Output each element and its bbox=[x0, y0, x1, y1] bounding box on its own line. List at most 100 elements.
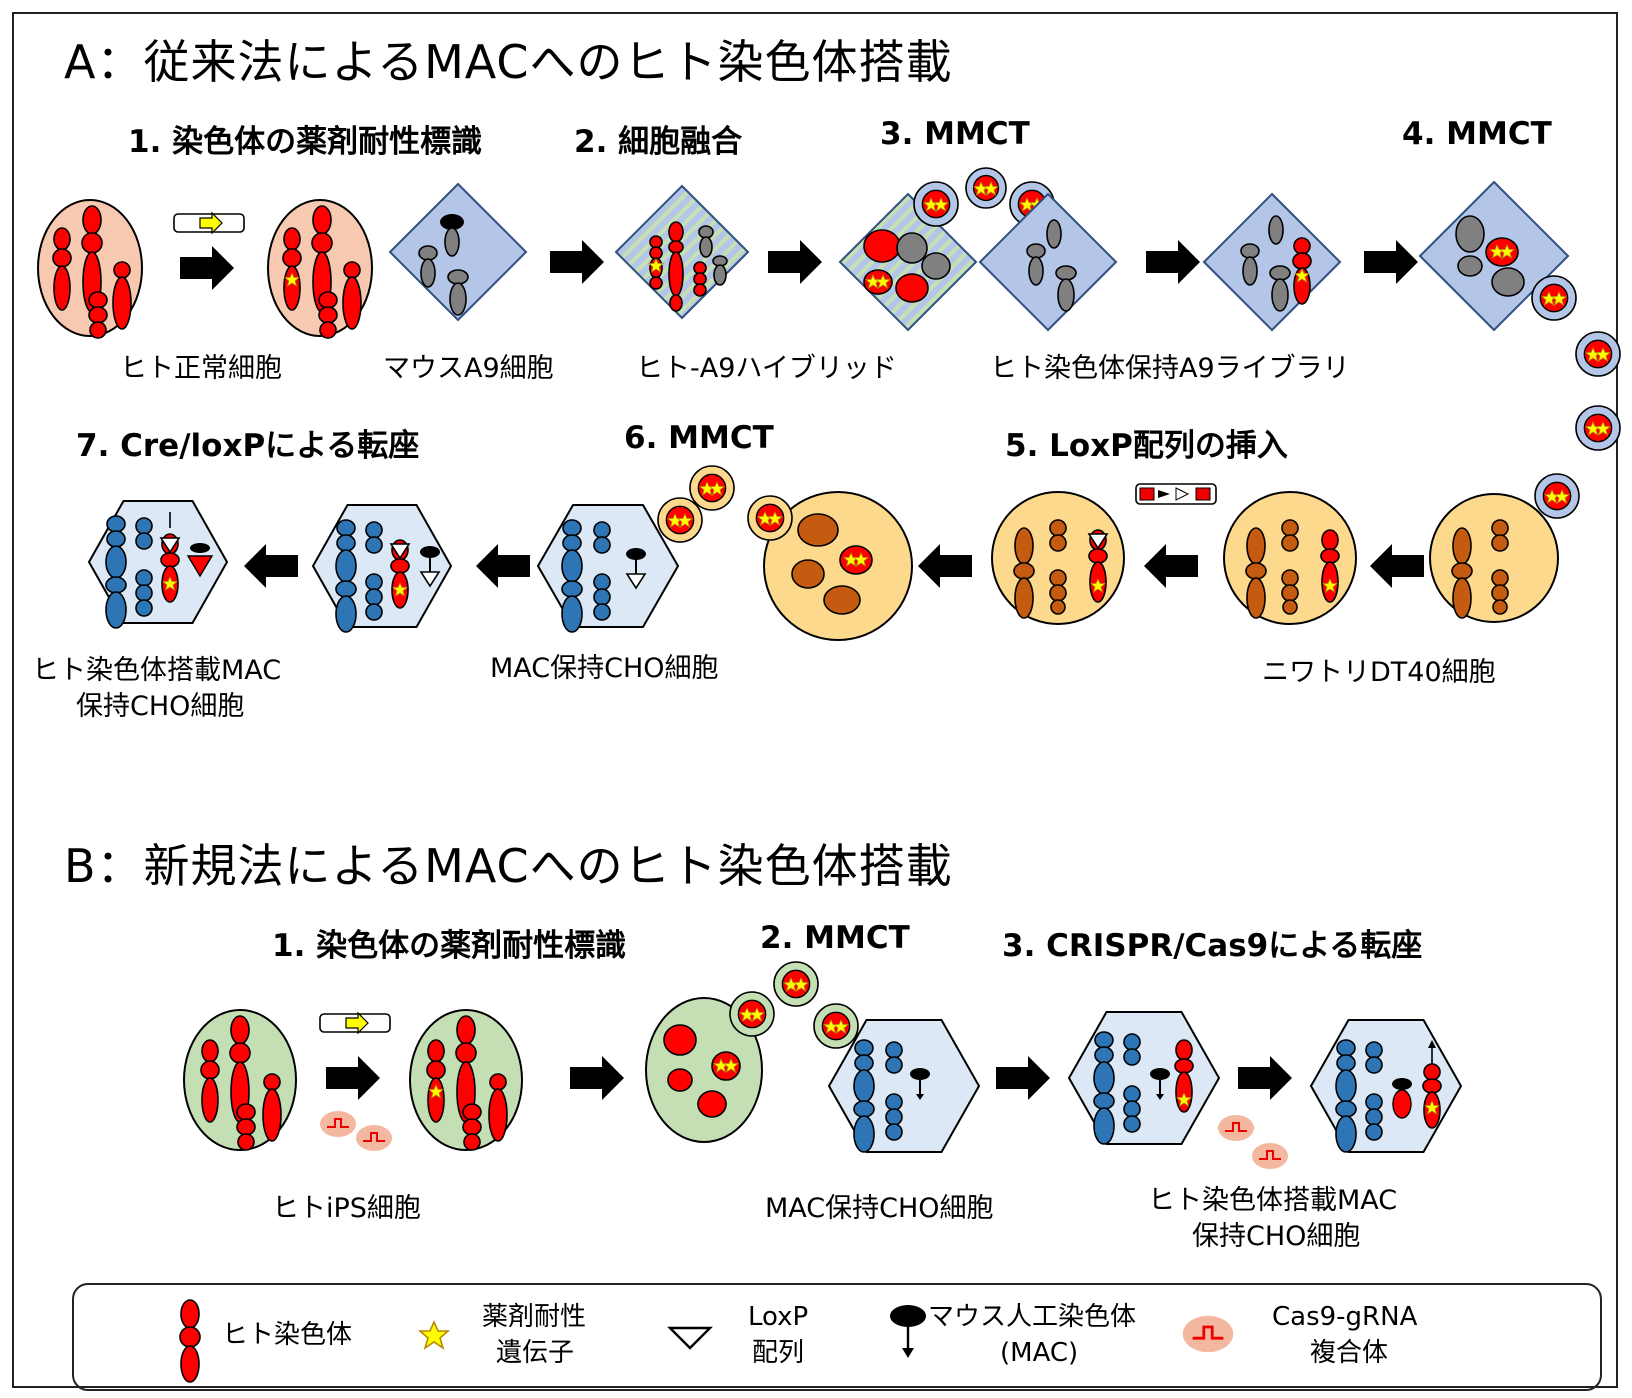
mouse-nucleus bbox=[1455, 215, 1485, 253]
human-chromosome bbox=[488, 1073, 508, 1142]
process-arrow bbox=[1370, 544, 1424, 588]
chromosome-segment bbox=[336, 519, 356, 537]
caption-mouse-a9-cell: マウスA9細胞 bbox=[383, 353, 554, 384]
human-chromosome bbox=[236, 1103, 256, 1151]
chromosome-segment bbox=[1452, 577, 1472, 619]
chromosome-segment bbox=[312, 205, 332, 235]
chromosome-segment bbox=[885, 1123, 903, 1141]
legend-cas9-icon bbox=[1182, 1315, 1234, 1353]
chromosome-segment bbox=[1321, 529, 1339, 551]
process-arrow bbox=[570, 1056, 624, 1100]
chicken-chromosome bbox=[1049, 569, 1067, 615]
chromosome-segment bbox=[462, 1118, 482, 1136]
legend-loxp-icon bbox=[667, 1326, 713, 1350]
human-chromosome bbox=[318, 291, 338, 339]
chromosome-segment bbox=[885, 1093, 903, 1111]
chromosome-segment bbox=[1057, 278, 1075, 312]
chromosome-segment bbox=[88, 291, 108, 309]
chromosome-segment bbox=[1242, 256, 1258, 286]
chromosome-segment bbox=[668, 221, 684, 243]
process-arrow bbox=[996, 1056, 1050, 1100]
caption-ips-cell: ヒトiPS細胞 bbox=[272, 1193, 421, 1224]
process-arrow bbox=[550, 240, 604, 284]
chromosome-segment bbox=[229, 1042, 251, 1064]
mouse-chromosome bbox=[1269, 265, 1291, 312]
caption-a-result-line2: 保持CHO細胞 bbox=[76, 691, 245, 722]
chromosome-segment bbox=[1093, 1061, 1115, 1095]
stalk-arrowhead bbox=[1428, 1040, 1436, 1048]
legend-loxp-line2: 配列 bbox=[752, 1338, 805, 1368]
chromosome-segment bbox=[1123, 1085, 1141, 1103]
cho-chromosome bbox=[1094, 1031, 1114, 1064]
chromosome-segment bbox=[135, 584, 153, 602]
chromosome-segment bbox=[1336, 1039, 1356, 1057]
human-chromosome bbox=[282, 227, 302, 311]
chromosome-segment bbox=[201, 1039, 219, 1063]
chicken-chromosome bbox=[1451, 527, 1473, 619]
chromosome-segment bbox=[1292, 252, 1312, 270]
human-chromosome bbox=[88, 291, 108, 339]
chromosome-segment bbox=[853, 1069, 875, 1103]
cho-chromosome bbox=[562, 519, 582, 552]
chromosome-segment bbox=[1240, 243, 1260, 259]
a9-library-cell bbox=[1202, 192, 1342, 332]
chromosome-segment bbox=[1175, 1071, 1193, 1113]
chicken-chromosome bbox=[1491, 569, 1509, 615]
chromosome-segment bbox=[1268, 215, 1284, 245]
chromosome-segment bbox=[699, 236, 713, 258]
nucleus-body bbox=[791, 559, 825, 589]
chromosome-segment bbox=[135, 599, 153, 617]
chromosome-segment bbox=[343, 261, 361, 279]
cho-chromosome bbox=[335, 549, 357, 633]
mouse-chromosome bbox=[712, 255, 728, 286]
mac-arrowhead bbox=[902, 1348, 914, 1358]
cas9-grna-complex bbox=[319, 1110, 357, 1138]
chromosome-segment bbox=[365, 536, 383, 554]
translocated-fragment bbox=[186, 555, 214, 578]
human-nucleus bbox=[667, 1068, 693, 1092]
promoter-arrow bbox=[1158, 490, 1170, 498]
mouse-nucleus bbox=[1457, 255, 1483, 277]
step-b3: 3. CRISPR/Cas9による転座 bbox=[1002, 928, 1423, 964]
caption-a-result-line1: ヒト染色体搭載MAC bbox=[32, 655, 282, 686]
microcell bbox=[913, 181, 959, 227]
mac-centromere bbox=[1392, 1078, 1412, 1090]
chromosome-segment bbox=[1050, 599, 1066, 615]
chromosome-segment bbox=[53, 227, 71, 251]
human-chromosome bbox=[1174, 1039, 1194, 1113]
chromosome-segment bbox=[649, 276, 663, 290]
chromosome-segment bbox=[1094, 1046, 1114, 1064]
step-a3: 3. MMCT bbox=[880, 116, 1030, 152]
nucleus-body bbox=[1491, 267, 1525, 297]
human-nucleus bbox=[863, 269, 893, 295]
human-chromosome bbox=[1422, 1063, 1442, 1129]
nucleus-body bbox=[896, 232, 928, 264]
chromosome-segment bbox=[853, 1115, 875, 1153]
chromosome-segment bbox=[1174, 1058, 1194, 1074]
chromosome-segment bbox=[1293, 267, 1311, 305]
cho-chromosome bbox=[593, 521, 611, 554]
resistance-gene-arrow bbox=[199, 211, 223, 235]
chromosome-segment bbox=[1046, 219, 1062, 249]
chromosome-segment bbox=[1271, 278, 1289, 312]
cho-chromosome bbox=[135, 517, 153, 550]
a9-library-cell bbox=[978, 192, 1118, 332]
chromosome-segment bbox=[1049, 519, 1067, 537]
chromosome-segment bbox=[365, 603, 383, 621]
chromosome-segment bbox=[456, 1015, 476, 1045]
chromosome-segment bbox=[180, 1345, 200, 1383]
chromosome-segment bbox=[365, 588, 383, 606]
chromosome-segment bbox=[1492, 599, 1508, 615]
chromosome-segment bbox=[449, 282, 467, 316]
process-arrow bbox=[180, 246, 234, 290]
legend-drug-resistance-line2: 遺伝子 bbox=[496, 1338, 575, 1368]
marker-block bbox=[1139, 487, 1155, 501]
chromosome-segment bbox=[335, 549, 357, 583]
human-nucleus bbox=[1485, 237, 1519, 267]
cho-chromosome bbox=[561, 549, 583, 633]
chromosome-segment bbox=[1491, 584, 1509, 602]
mouse-chromosome bbox=[1055, 265, 1077, 312]
chromosome-segment bbox=[318, 306, 338, 324]
nucleus-body bbox=[921, 252, 951, 280]
chromosome-segment bbox=[426, 1060, 446, 1080]
